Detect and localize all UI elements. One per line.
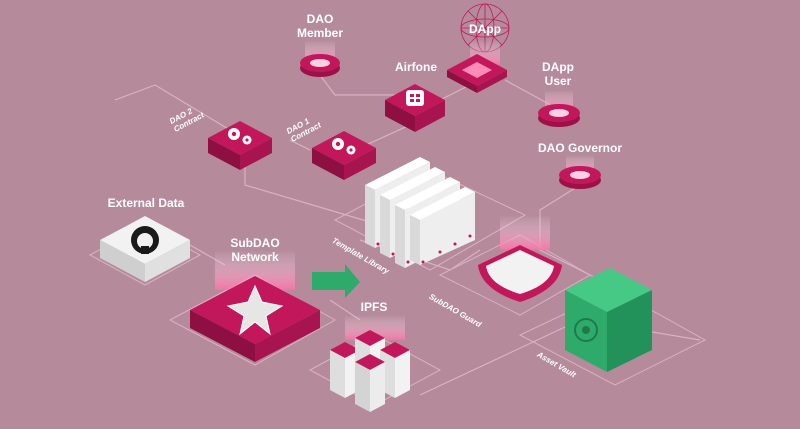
dao-governor-node: [559, 155, 601, 189]
label-dapp-user: DApp User: [542, 60, 574, 88]
github-icon: [131, 226, 159, 254]
line-dao2-dao1: [289, 139, 311, 151]
line-member-airfone: [319, 74, 400, 96]
label-ipfs: IPFS: [360, 300, 388, 314]
line-ipfs-vault: [419, 319, 701, 396]
airfone-node: [385, 84, 445, 132]
dapp-user-node: [538, 90, 580, 127]
gear-icon: [332, 138, 356, 155]
ipfs-node: [330, 315, 410, 412]
external-data-node: [100, 216, 190, 282]
line-dao2-library: [244, 160, 381, 226]
template-library-node: [365, 157, 475, 268]
dao1-contract-node: [312, 131, 376, 180]
transfer-arrow-icon: [312, 264, 360, 298]
label-subdao-network: SubDAO Network: [230, 236, 280, 264]
gear-icon: [228, 128, 252, 145]
subdao-guard-platform: [438, 234, 592, 316]
server-icon: [355, 354, 385, 412]
dao2-contract-node: [208, 121, 272, 170]
line-dao2-left: [114, 84, 231, 131]
star-icon: [226, 284, 284, 336]
safe-icon: [565, 268, 652, 372]
subdao-guard-node: [478, 215, 562, 302]
label-dao-member: DAO Member: [296, 12, 343, 40]
asset-vault-node: [565, 268, 652, 372]
label-external-data: External Data: [107, 196, 185, 210]
network-sphere-icon: [460, 3, 510, 53]
label-airfone: Airfone: [395, 60, 437, 74]
server-icon: [410, 187, 475, 265]
subdao-network-node: [190, 250, 320, 362]
label-dao-governor: DAO Governor: [537, 141, 622, 155]
line-airfone-dapp: [439, 84, 471, 101]
label-dapp: DApp: [469, 22, 501, 36]
phone-icon: [406, 90, 424, 106]
dao-member-node: [300, 40, 340, 77]
dapp-node: [447, 3, 510, 93]
